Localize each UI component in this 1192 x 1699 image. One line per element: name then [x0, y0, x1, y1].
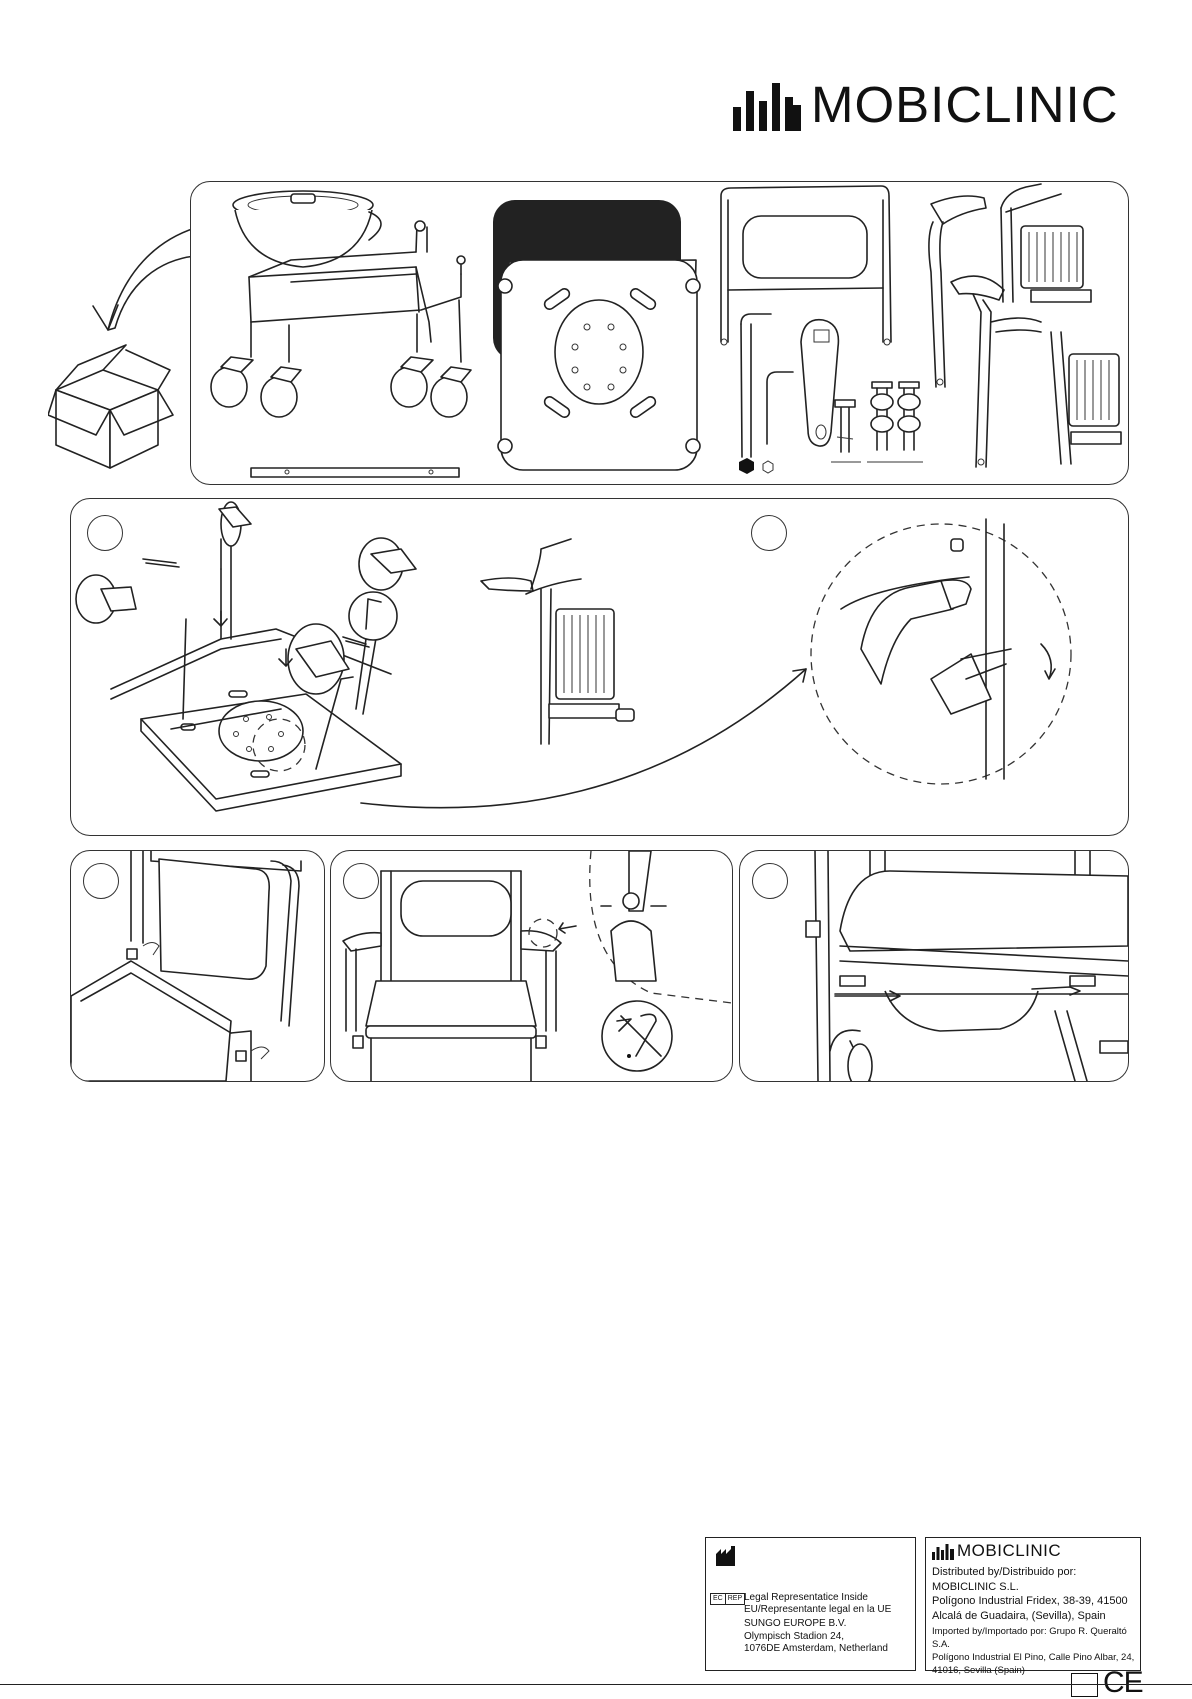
legal-rep-line: Olympisch Stadion 24, — [744, 1630, 845, 1642]
distributor-line: Distributed by/Distribuido por: — [932, 1566, 1077, 1578]
step-4-marker — [343, 863, 379, 899]
brand-logo: MOBICLINIC — [733, 76, 1133, 132]
seat-part — [493, 200, 701, 471]
hex-key-icon — [739, 313, 794, 474]
armrest-part — [928, 195, 1005, 468]
step-1-marker — [87, 515, 123, 551]
wrench-icon — [800, 318, 840, 447]
step-3-panel — [70, 850, 325, 1082]
distributor-line: MOBICLINIC S.L. — [932, 1580, 1019, 1593]
footer-logo-name: MOBICLINIC — [957, 1541, 1062, 1561]
rep-label: REP — [725, 1593, 746, 1605]
step-3-marker — [83, 863, 119, 899]
unbox-arrow-illustration — [48, 227, 196, 469]
ec-rep-badge: EC REP — [710, 1593, 746, 1605]
zoom-detail-illustration — [840, 518, 1056, 780]
logo-bars-icon — [733, 83, 801, 131]
distributor-box: MOBICLINIC Distributed by/Distribuido po… — [925, 1537, 1141, 1676]
step-2-marker — [751, 515, 787, 551]
bucket-part — [232, 190, 382, 268]
importer-address: Imported by/Importado por: Grupo R. Quer… — [932, 1625, 1138, 1677]
legal-rep-address: SUNGO EUROPE B.V. Olympisch Stadion 24, … — [744, 1618, 914, 1656]
frame-flipped-illustration — [75, 501, 417, 812]
footrest-illustration — [480, 538, 635, 745]
backrest-part — [720, 185, 892, 346]
importer-line: 41016, Sevilla (Spain) — [932, 1665, 1025, 1676]
distributor-address: Distributed by/Distribuido por: MOBICLIN… — [932, 1565, 1138, 1623]
blank-square — [1071, 1673, 1098, 1697]
frame-part — [210, 220, 472, 478]
footer-logo: MOBICLINIC — [932, 1543, 1061, 1560]
step-4-panel — [330, 850, 733, 1082]
legal-rep-title: Legal Representatice Inside EU/Represent… — [744, 1592, 892, 1615]
box-icon — [48, 344, 174, 469]
importer-line: Imported by/Importado por: Grupo R. Quer… — [932, 1626, 1127, 1650]
distributor-line: Alcalá de Guadaira, (Sevilla), Spain — [932, 1609, 1106, 1622]
distributor-line: Polígono Industrial Fridex, 38-39, 41500 — [932, 1595, 1128, 1607]
footrest-part — [990, 183, 1122, 465]
importer-line: Polígono Industrial El Pino, Calle Pino … — [932, 1652, 1135, 1663]
legal-representative-box: EC REP Legal Representatice Inside EU/Re… — [705, 1537, 916, 1671]
brand-name: MOBICLINIC — [811, 75, 1119, 133]
step-1-2-panel — [70, 498, 1129, 836]
ec-label: EC — [710, 1593, 726, 1605]
legal-rep-line: SUNGO EUROPE B.V. — [744, 1618, 847, 1629]
step-5-marker — [752, 863, 788, 899]
parts-overview-panel — [190, 181, 1129, 485]
manufacturer-icon — [716, 1546, 735, 1566]
logo-bars-icon — [932, 1544, 954, 1560]
bolt-icon — [831, 381, 923, 463]
legal-rep-line: 1076DE Amsterdam, Netherland — [744, 1643, 888, 1654]
step-5-panel — [739, 850, 1129, 1082]
ce-mark-icon: CE — [1103, 1666, 1144, 1699]
